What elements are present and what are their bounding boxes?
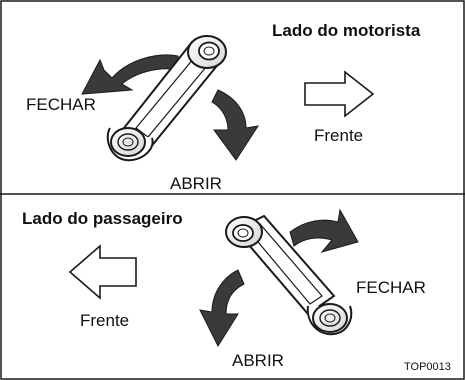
passenger-front-arrow xyxy=(68,244,137,300)
passenger-close-arrow xyxy=(289,208,359,253)
passenger-front-label: Frente xyxy=(80,311,130,330)
driver-close-label: FECHAR xyxy=(26,95,96,114)
driver-open-label: ABRIR xyxy=(170,174,222,193)
passenger-close-label: FECHAR xyxy=(356,278,426,297)
driver-crank-handle xyxy=(106,35,227,162)
passenger-side-title: Lado do passageiro xyxy=(22,209,183,228)
passenger-open-label: ABRIR xyxy=(232,351,284,370)
driver-side-title: Lado do motorista xyxy=(272,21,421,40)
passenger-crank-handle xyxy=(225,214,353,336)
passenger-open-arrow xyxy=(199,269,245,348)
driver-front-arrow xyxy=(304,70,375,118)
driver-front-label: Frente xyxy=(314,126,364,145)
driver-open-arrow xyxy=(211,89,260,161)
figure-code: TOP0013 xyxy=(404,361,451,373)
